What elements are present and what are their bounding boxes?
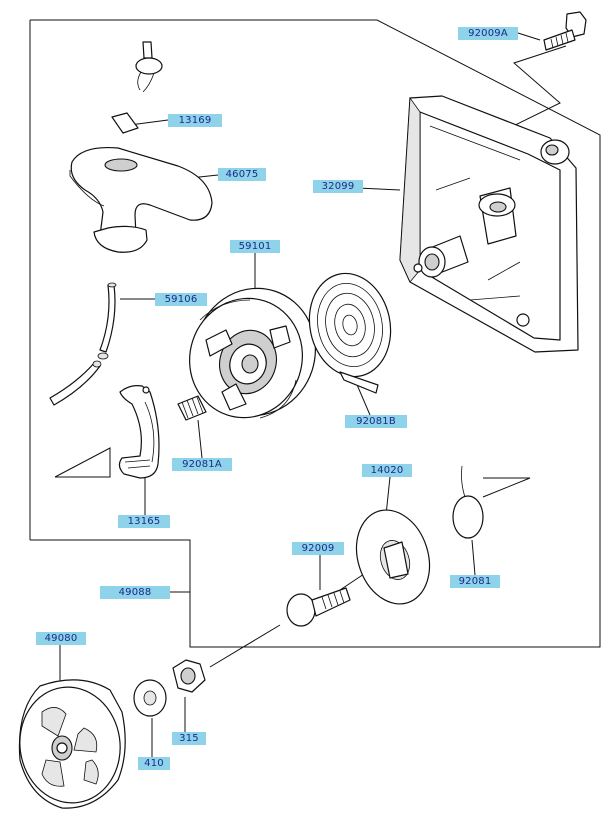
pulley-49080 <box>18 679 126 809</box>
screw-92009 <box>286 587 351 627</box>
label-59106: 59106 <box>155 293 207 306</box>
washer-14020 <box>355 509 431 605</box>
label-410: 410 <box>138 757 170 770</box>
spring-92081 <box>452 465 484 539</box>
pawl-13165 <box>118 385 160 479</box>
label-59101: 59101 <box>230 240 280 253</box>
label-315: 315 <box>172 732 206 745</box>
label-92081A: 92081A <box>172 458 232 471</box>
label-14020: 14020 <box>362 464 412 477</box>
leader-lines <box>54 32 567 757</box>
starter-case-32099 <box>399 95 579 353</box>
label-13169: 13169 <box>168 114 222 127</box>
handle-46075 <box>69 146 213 253</box>
spring-92081A <box>177 395 207 421</box>
label-92009A: 92009A <box>458 27 518 40</box>
label-13165: 13165 <box>118 515 170 528</box>
label-92009: 92009 <box>292 542 344 555</box>
washer-410 <box>133 679 167 717</box>
label-32099: 32099 <box>313 180 363 193</box>
reel-59101 <box>189 287 316 419</box>
rope-end-13169 <box>111 41 163 134</box>
bolt-92009A <box>543 11 587 51</box>
rope-59106 <box>49 282 117 406</box>
label-49088: 49088 <box>100 586 170 599</box>
label-46075: 46075 <box>218 168 266 181</box>
nut-315 <box>172 659 206 693</box>
label-49080: 49080 <box>36 632 86 645</box>
label-92081B: 92081B <box>345 415 407 428</box>
assembly-frame-lines <box>29 19 601 648</box>
recoil-spring-92081B <box>308 272 392 394</box>
label-92081: 92081 <box>450 575 500 588</box>
